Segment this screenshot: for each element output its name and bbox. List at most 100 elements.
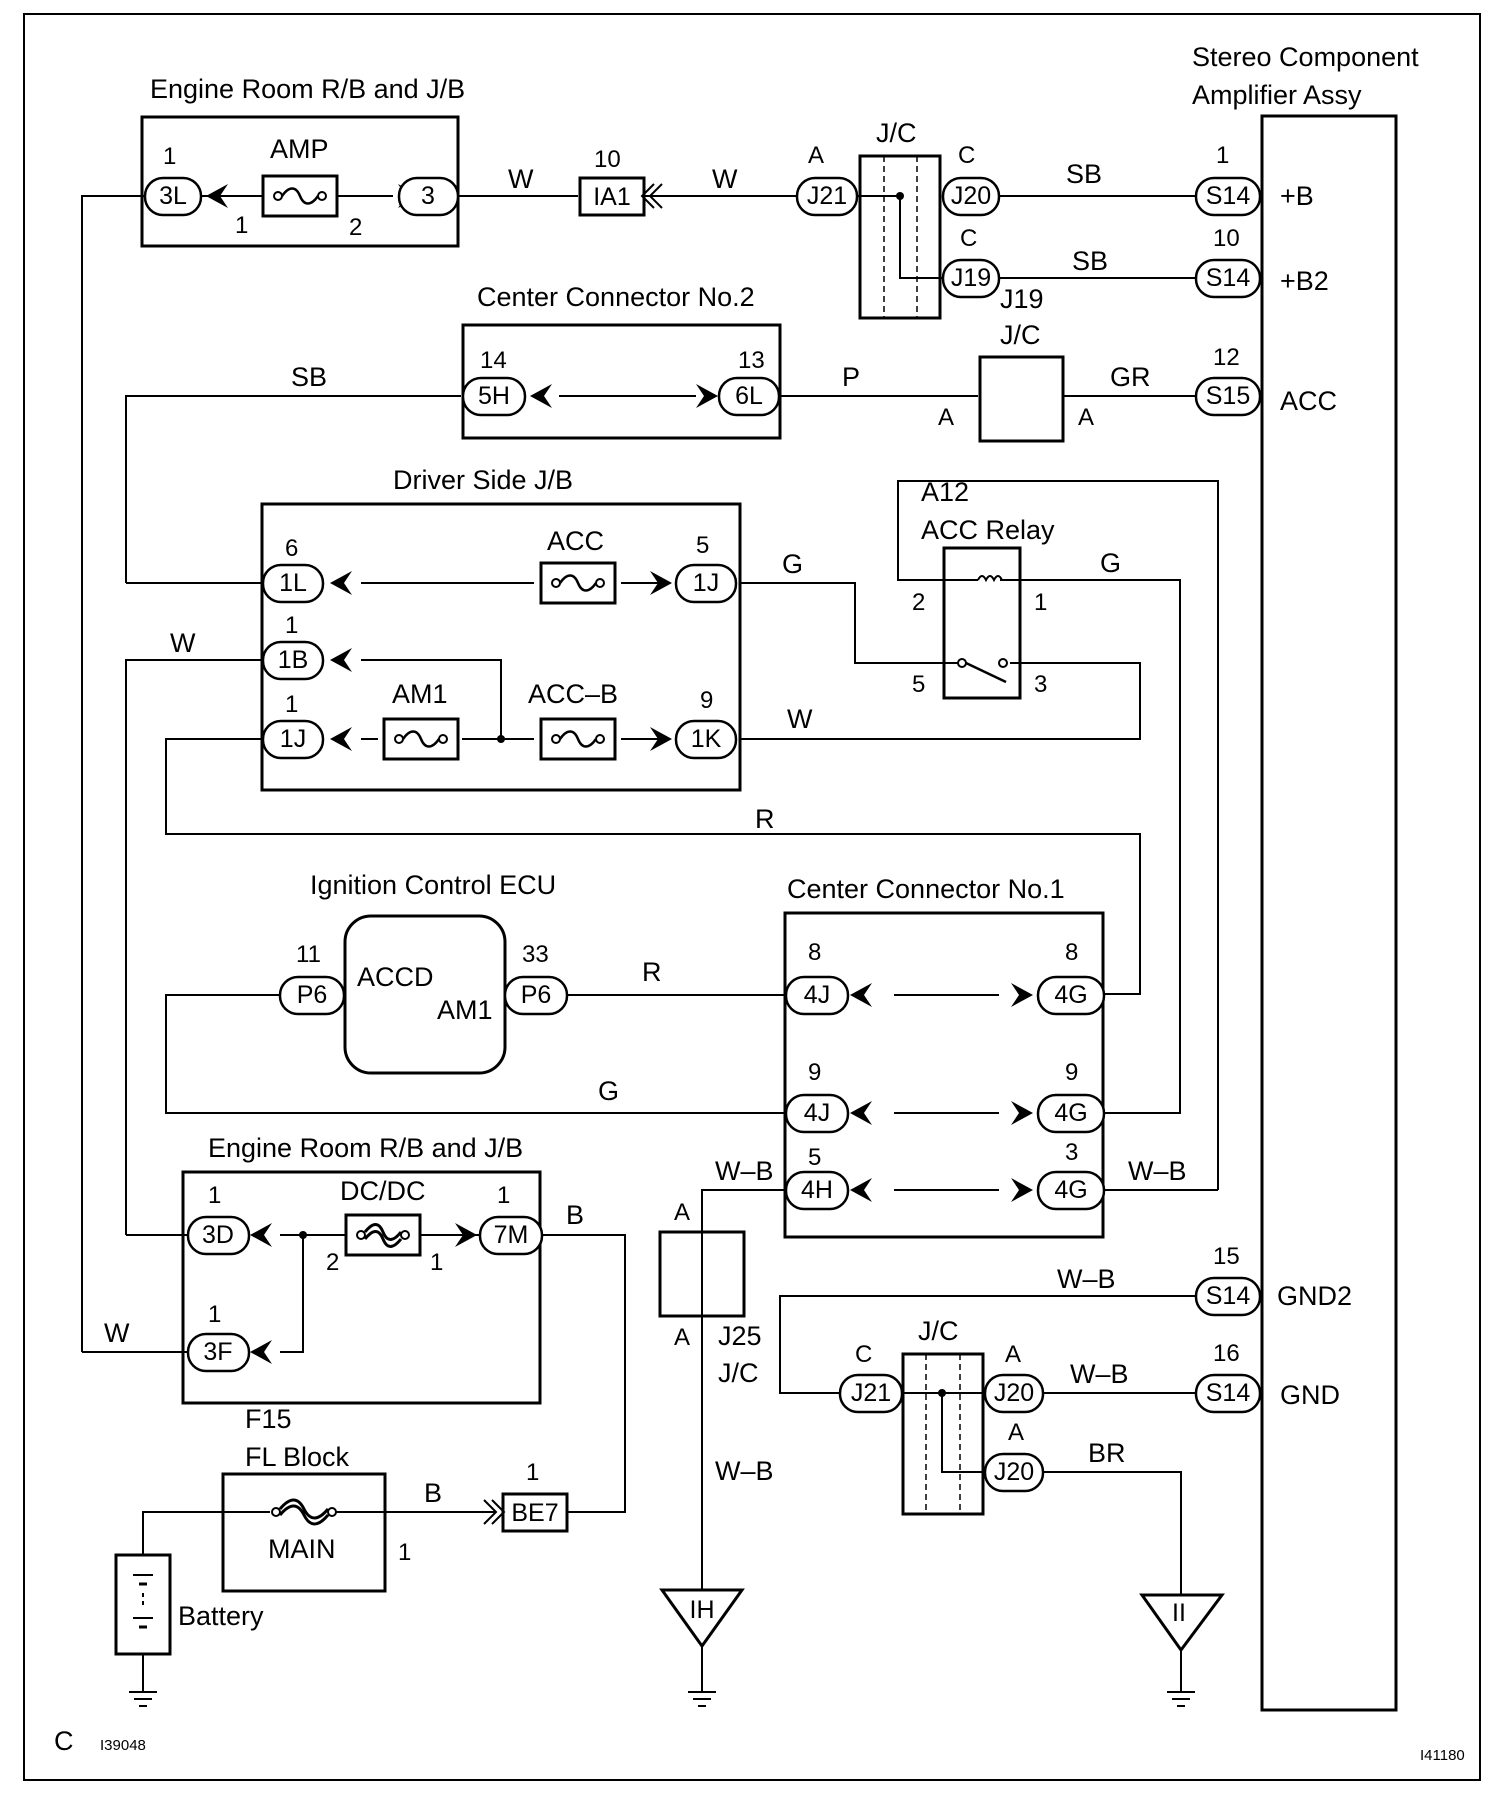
fuses-amp-label: AMP	[270, 134, 329, 164]
engine-room-rb-top: Engine Room R/B and J/B AMP 3L 3 1 1 2	[140, 74, 465, 248]
pin-numbers-p4H-label: 5	[808, 1144, 821, 1171]
amp-terminals-gnd2-label: GND2	[1277, 1281, 1352, 1311]
junction-connector-acc: J/C A A	[938, 320, 1094, 443]
connectors-c1Jb-label: 1J	[280, 725, 306, 753]
pin-numbers-pP6a-label: 11	[296, 941, 321, 968]
components-acc-relay-1-label: ACC Relay	[921, 515, 1055, 545]
wire-colors-sb2-label: SB	[1072, 246, 1108, 276]
pin-numbers-pJ21b-label: C	[855, 1341, 872, 1368]
components-engine-room-rb-top-label: Engine Room R/B and J/B	[150, 74, 465, 104]
pin-numbers-p1K-label: 9	[700, 687, 713, 714]
wire-colors-g2-label: G	[1100, 548, 1121, 578]
wire-colors-wb1-label: W–B	[715, 1156, 774, 1186]
pin-numbers-pJ25a-label: A	[674, 1199, 690, 1226]
frame-corner-label: C	[54, 1726, 74, 1756]
pin-numbers-pS15-label: 12	[1213, 344, 1240, 371]
components-jc-label: J/C	[918, 1316, 959, 1346]
connectors-IA1-label: IA1	[593, 183, 631, 211]
junction-connector-J25: A A J25 J/C	[658, 1199, 762, 1388]
components-acc-relay-0-label: A12	[921, 477, 969, 507]
pin-numbers-p3F-label: 1	[208, 1301, 221, 1328]
ignition-control-ecu: Ignition Control ECU ACCD AM1 P6 P6 11 3…	[278, 870, 569, 1075]
wire-colors-r1-label: R	[755, 804, 775, 834]
components-ignition-ecu-label: Ignition Control ECU	[310, 870, 556, 900]
pin-numbers-p7M-label: 1	[497, 1182, 510, 1209]
pin-numbers-r2-label: 2	[912, 589, 925, 616]
pin-numbers-p6L-label: 13	[738, 347, 765, 374]
acc-fuse-icon	[539, 561, 617, 605]
main-fusible-link-icon	[278, 1498, 330, 1526]
connectors-c1L-label: 1L	[279, 569, 307, 597]
connectors-c3F-label: 3F	[203, 1338, 232, 1366]
wire-colors-w5-label: W	[104, 1318, 130, 1348]
pin-numbers-pBE7-label: 1	[526, 1459, 539, 1486]
connectors-J21a-label: J21	[807, 182, 847, 210]
connector-J19	[941, 258, 1001, 299]
connectors-c4Jb-label: 4J	[804, 1099, 830, 1127]
pin-numbers-pS14d-label: 16	[1213, 1340, 1240, 1367]
wire-color-labels: W W SB SB SB P GR G G W W R R G W–B W–B …	[104, 159, 1187, 1508]
connectors-c1K-label: 1K	[691, 725, 722, 753]
connectors-c3-label: 3	[421, 182, 435, 210]
ecu-terminals-am1-label: AM1	[437, 995, 493, 1025]
components-jc-label: J/C	[1000, 320, 1041, 350]
connector-J20-top	[941, 176, 1001, 217]
pin-numbers-r3-label: 3	[1034, 671, 1047, 698]
ground-point-II: II	[1139, 1593, 1225, 1707]
pin-numbers-pamp2-label: 2	[349, 214, 362, 241]
wire-colors-w2-label: W	[712, 164, 738, 194]
connectors-c4H-label: 4H	[801, 1176, 833, 1204]
pin-numbers-pS14c-label: 15	[1213, 1243, 1240, 1270]
connectors-S14c-label: S14	[1206, 1282, 1251, 1310]
wire-colors-p-label: P	[842, 362, 860, 392]
pin-numbers-pIA1-label: 10	[594, 146, 621, 173]
ground-point-IH: IH	[659, 1588, 745, 1707]
pin-numbers-pS14b-label: 10	[1213, 225, 1240, 252]
pin-numbers-pJ21a-label: A	[808, 142, 824, 169]
connectors-c7M-label: 7M	[494, 1221, 529, 1249]
figure-code-left: I39048	[100, 1737, 146, 1754]
battery: Battery	[114, 1553, 264, 1707]
connectors-c3L-label: 3L	[159, 182, 187, 210]
wire-colors-gr-label: GR	[1110, 362, 1151, 392]
connectors-S14d-label: S14	[1206, 1379, 1251, 1407]
dcdc-fuse-icon	[344, 1213, 422, 1257]
connectors-c4Gb-label: 4G	[1054, 1099, 1087, 1127]
wires	[81, 195, 1219, 1682]
pin-numbers-p1B-label: 1	[285, 612, 298, 639]
center-connector-2: Center Connector No.2 5H 6L 14 13	[461, 282, 782, 440]
pin-numbers-p4Gb-label: 9	[1065, 1059, 1078, 1086]
pin-numbers-pP6b-label: 33	[522, 941, 549, 968]
connectors-S15-label: S15	[1206, 382, 1250, 410]
wire-colors-wb4-label: W–B	[1070, 1359, 1129, 1389]
components-battery-label: Battery	[178, 1601, 264, 1631]
pin-numbers-p3L-label: 1	[163, 143, 176, 170]
wire-colors-w4-label: W	[787, 704, 813, 734]
components-jc-label: J/C	[718, 1358, 759, 1388]
components-driver-side-jb-label: Driver Side J/B	[393, 465, 573, 495]
pin-numbers-p1Jb-label: 1	[285, 691, 298, 718]
amp-terminals-acc-label: ACC	[1280, 386, 1337, 416]
amp-terminals-gnd-label: GND	[1280, 1380, 1340, 1410]
components-engine-room-rb-bottom-label: Engine Room R/B and J/B	[208, 1133, 523, 1163]
pin-numbers-pdc2-label: 2	[326, 1249, 339, 1276]
amp-terminals-b-label: +B	[1280, 181, 1314, 211]
wire-colors-wb3-label: W–B	[1057, 1264, 1116, 1294]
pin-numbers-pJCb-label: A	[1078, 404, 1094, 431]
wire-colors-wb5-label: W–B	[715, 1456, 774, 1486]
connector-3	[397, 176, 460, 217]
wire-colors-r2-label: R	[642, 957, 662, 987]
pin-numbers-pMain-label: 1	[398, 1539, 411, 1566]
pin-numbers-pJ20a-label: C	[958, 142, 975, 169]
connector-3L	[143, 176, 203, 217]
connectors-c4Ga-label: 4G	[1054, 981, 1087, 1009]
connectors-c1B-label: 1B	[278, 646, 309, 674]
wire-colors-g3-label: G	[598, 1076, 619, 1106]
connectors-c4Gc-label: 4G	[1054, 1176, 1087, 1204]
wire-colors-sb3-label: SB	[291, 362, 327, 392]
pin-numbers-p3D-label: 1	[208, 1182, 221, 1209]
connectors-c1J-label: 1J	[693, 569, 719, 597]
wire-colors-br-label: BR	[1088, 1438, 1126, 1468]
connectors-J20b-label: J20	[994, 1379, 1034, 1407]
components-fl-block-1-label: FL Block	[245, 1442, 350, 1472]
